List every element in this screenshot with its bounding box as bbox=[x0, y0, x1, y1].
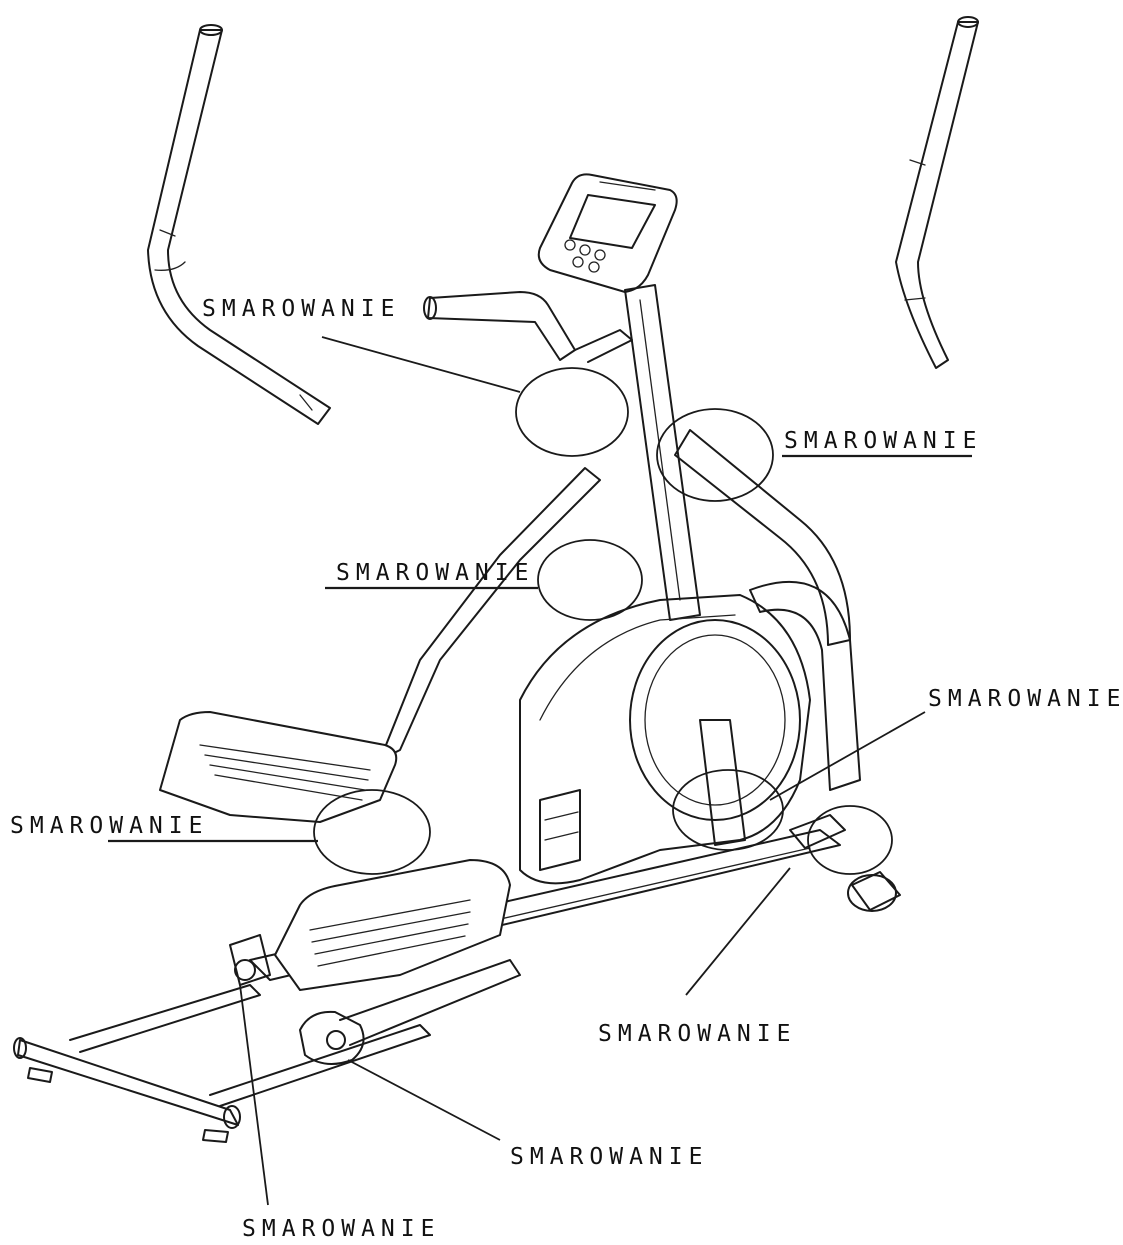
left-handlebar-drawing bbox=[147, 24, 331, 425]
label-rear-right: SMAROWANIE bbox=[598, 1021, 796, 1047]
mast-drawing bbox=[624, 284, 701, 621]
lube-leader-right-axle bbox=[769, 711, 926, 801]
console-drawing bbox=[537, 173, 678, 293]
left-pedal-drawing bbox=[159, 711, 398, 823]
lube-leader-rear-right bbox=[685, 867, 791, 996]
front-roller-drawing bbox=[229, 934, 521, 1065]
label-left-pedal: SMAROWANIE bbox=[10, 813, 208, 839]
fixed-grip-drawing bbox=[423, 291, 633, 363]
lube-circle-mast bbox=[537, 539, 643, 621]
lube-circle-left-pedal bbox=[313, 789, 431, 875]
label-right-axle: SMAROWANIE bbox=[928, 686, 1123, 712]
lube-circle-right-axle bbox=[672, 769, 784, 851]
lube-circle-upper-left bbox=[515, 367, 629, 457]
label-front-left: SMAROWANIE bbox=[242, 1216, 440, 1242]
label-upper-left: SMAROWANIE bbox=[202, 296, 400, 322]
right-handlebar-drawing bbox=[895, 16, 979, 369]
lube-leader-front-roller bbox=[347, 1059, 501, 1141]
lube-circle-rear-right bbox=[807, 805, 893, 875]
right-pedal-drawing bbox=[274, 859, 511, 991]
label-front-roller: SMAROWANIE bbox=[510, 1144, 708, 1170]
label-upper-right: SMAROWANIE bbox=[784, 428, 982, 454]
label-mast: SMAROWANIE bbox=[336, 560, 534, 586]
lube-circle-upper-right bbox=[656, 408, 774, 502]
lube-leader-upper-left bbox=[321, 336, 521, 393]
lube-leader-front-left bbox=[239, 984, 269, 1206]
